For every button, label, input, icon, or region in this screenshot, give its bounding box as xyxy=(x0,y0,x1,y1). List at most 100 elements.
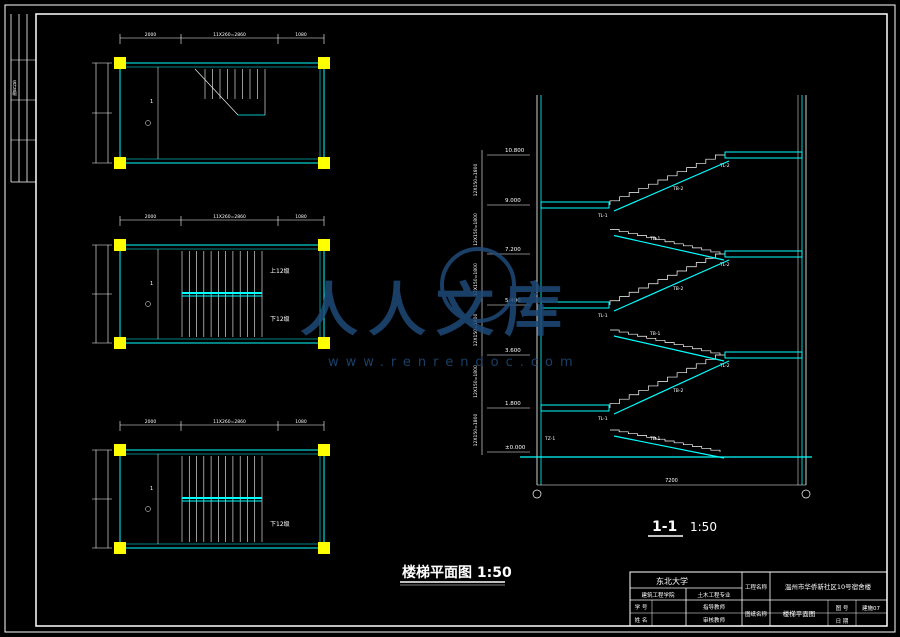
slab-tag: TB-1 xyxy=(649,331,660,337)
column xyxy=(114,444,126,456)
dimension-text: 2000 xyxy=(145,32,157,38)
column xyxy=(114,239,126,251)
flight-note: 12X150=1800 xyxy=(473,314,479,347)
tb-row-student: 学 号 xyxy=(635,603,648,611)
column-tag: TZ-1 xyxy=(544,436,555,442)
elevation-text: 10.800 xyxy=(505,148,525,154)
column xyxy=(318,157,330,169)
dimension-text: 1080 xyxy=(295,214,307,220)
tb-school: 东北大学 xyxy=(656,576,688,586)
stair-steps xyxy=(610,229,721,254)
title-block: 东北大学 建筑工程学院 土木工程专业 学 号 姓 名 指导教师 审核教师 工程名… xyxy=(629,571,888,627)
elevation-text: 9.000 xyxy=(505,198,521,204)
stair-steps xyxy=(609,253,725,305)
landing-slab xyxy=(540,301,610,309)
plans-layer: 2000 11X260=2860 1080 1 2000 11X260=2860 1080 上… xyxy=(92,32,330,554)
tb-project-label: 工程名称 xyxy=(745,583,768,591)
tb-date-label: 日 期 xyxy=(836,618,849,625)
stair-slab xyxy=(613,435,725,459)
stair-label-down: 下12级 xyxy=(270,315,290,323)
tb-dept: 建筑工程学院 xyxy=(641,591,675,599)
flight-note: 12X150=1800 xyxy=(473,414,479,447)
stair-steps xyxy=(610,329,721,355)
dimension-text: 2000 xyxy=(145,214,157,220)
watermark-text: 人人文库 xyxy=(300,276,572,344)
elevation-text: 3.600 xyxy=(505,348,521,354)
section-scale: 1:50 xyxy=(690,520,717,534)
watermark-circle xyxy=(440,247,516,323)
section-layer: 7200 10.800 9.000 7.200 5.400 3.600 1.800 ±0.00… xyxy=(473,95,812,499)
watermark-url: www.renrendoc.com xyxy=(328,355,580,370)
section-title: 1-1 xyxy=(652,519,677,535)
column xyxy=(114,57,126,69)
sheet-outer-border xyxy=(4,4,896,633)
dimension-text: 2000 xyxy=(145,419,157,425)
tb-drawing-label: 图纸名称 xyxy=(745,610,768,618)
column xyxy=(114,337,126,349)
flight-note: 12X150=1800 xyxy=(473,365,479,398)
plan-title: 楼梯平面图 1:50 xyxy=(402,564,512,581)
tb-num-val: 建施07 xyxy=(862,604,880,612)
stair-steps xyxy=(610,429,721,452)
slab-tag: TB-2 xyxy=(672,286,683,292)
beam-tag: TL-2 xyxy=(719,363,730,369)
dimension-text: 11X260=2860 xyxy=(213,32,246,38)
stair-wall xyxy=(119,449,325,549)
dimension-text: 1080 xyxy=(295,32,307,38)
tb-num-label: 图 号 xyxy=(836,604,849,612)
tb-student-val: 指导教师 xyxy=(703,603,726,611)
axis-bubble xyxy=(532,489,542,499)
tb-major: 土木工程专业 xyxy=(697,591,731,599)
beam-tag: TL-1 xyxy=(597,213,608,219)
elevation-text: 7.200 xyxy=(505,247,521,253)
beam-tag: TL-2 xyxy=(719,163,730,169)
section-dim: 7200 xyxy=(665,478,678,484)
stair-wall xyxy=(119,244,325,344)
tb-row-name: 姓 名 xyxy=(635,616,648,624)
column xyxy=(318,444,330,456)
grid-mark: 1 xyxy=(150,99,153,105)
beam-tag: TL-2 xyxy=(719,262,730,268)
elevation-text: 1.800 xyxy=(505,401,521,407)
column xyxy=(318,542,330,554)
elevation-text: 5.400 xyxy=(505,298,521,304)
dimension-text: 11X260=2860 xyxy=(213,419,246,425)
stair-slab xyxy=(613,335,725,362)
tb-drawing-name: 楼梯平面图 xyxy=(783,609,816,618)
stair-slab xyxy=(613,160,730,212)
landing-slab xyxy=(724,151,803,159)
axis-bubble xyxy=(801,489,811,499)
left-binding-strip: 设计说明 xyxy=(10,14,36,183)
flight-note: 12X150=1800 xyxy=(473,164,479,197)
stair-slab xyxy=(613,360,730,415)
flight-note: 12X150=1800 xyxy=(473,263,479,296)
watermark: 人人文库 www.renrendoc.com xyxy=(300,247,580,370)
beam-tag: TL-1 xyxy=(597,313,608,319)
section-marker xyxy=(145,301,151,307)
column xyxy=(114,542,126,554)
column xyxy=(318,239,330,251)
stair-label-up: 上12级 xyxy=(270,267,290,275)
dimension-text: 1080 xyxy=(295,419,307,425)
column xyxy=(318,337,330,349)
tb-name-val: 审核教师 xyxy=(703,616,726,624)
stair-wall xyxy=(119,62,325,164)
grid-mark: 1 xyxy=(150,486,153,492)
landing-slab xyxy=(540,201,610,209)
slab-tag: TB-1 xyxy=(649,436,660,442)
stair-slab xyxy=(613,259,730,312)
stair-plan-1: 2000 11X260=2860 1080 1 xyxy=(92,32,330,169)
slab-tag: TB-2 xyxy=(672,186,683,192)
elevation-text: ±0.000 xyxy=(505,445,526,451)
landing-slab xyxy=(724,250,803,258)
tb-project-name: 温州市华侨新社区10号宿舍楼 xyxy=(785,582,872,591)
break-line xyxy=(194,68,239,116)
column xyxy=(114,157,126,169)
stair-steps xyxy=(609,154,725,205)
section-marker xyxy=(145,120,151,126)
slab-tag: TB-1 xyxy=(649,236,660,242)
stair-steps xyxy=(609,354,725,408)
